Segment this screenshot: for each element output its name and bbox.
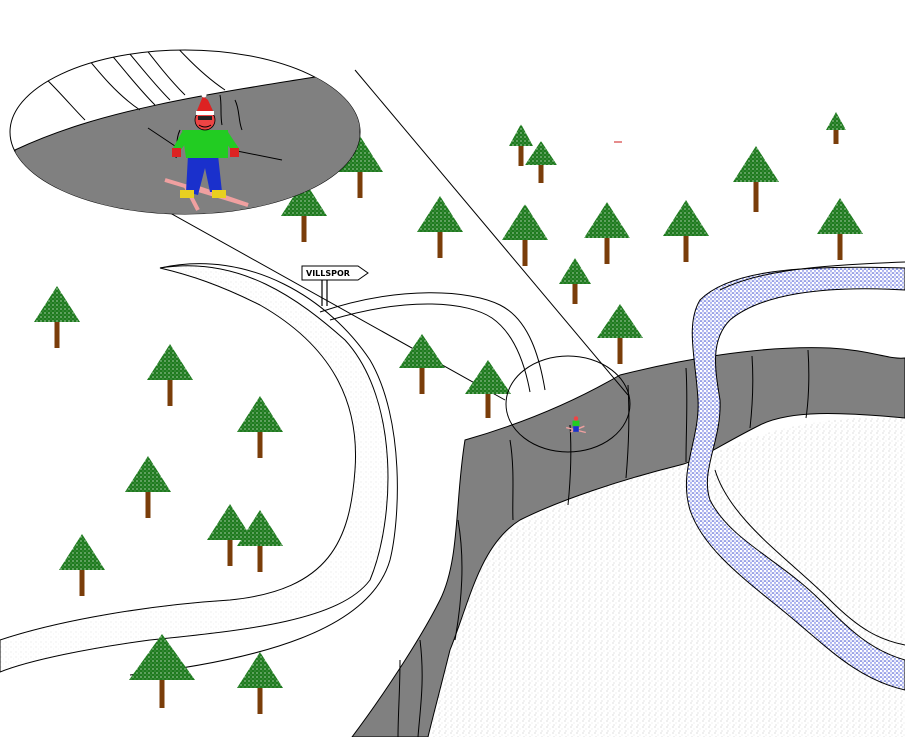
trail-edge-outer [129, 263, 398, 676]
signpost-label: VILLSPOR [306, 269, 350, 278]
pine-tree [826, 112, 846, 144]
valley-snow [430, 417, 905, 737]
pine-tree [584, 202, 630, 264]
pine-tree [59, 534, 105, 596]
pine-tree [817, 198, 863, 260]
pine-tree [337, 136, 383, 198]
pine-tree [129, 634, 195, 708]
pine-tree [465, 360, 511, 418]
cliff-cracks [397, 349, 810, 737]
zoom-bubble [9, 49, 361, 215]
pine-tree [237, 510, 283, 572]
pine-tree [597, 304, 643, 364]
side-trail [319, 292, 546, 391]
signpost: VILLSPOR [301, 265, 369, 306]
pine-tree [207, 504, 253, 566]
river [685, 266, 905, 691]
pine-tree [399, 334, 445, 394]
skier-small[interactable] [566, 416, 586, 434]
pine-tree [733, 146, 779, 212]
pine-tree [509, 124, 533, 166]
zoom-target-circle [505, 355, 631, 453]
ski-trail [0, 265, 389, 673]
pine-tree [237, 396, 283, 458]
skier-zoomed [147, 92, 283, 211]
pine-tree [417, 196, 463, 258]
pine-tree [525, 141, 557, 183]
pine-tree [559, 258, 591, 304]
pine-tree [237, 652, 283, 714]
pine-tree [34, 286, 80, 348]
pine-tree [502, 204, 548, 266]
trees [34, 112, 863, 714]
pine-tree [663, 200, 709, 262]
pine-tree [281, 180, 327, 242]
pine-tree [147, 344, 193, 406]
pine-tree [125, 456, 171, 518]
